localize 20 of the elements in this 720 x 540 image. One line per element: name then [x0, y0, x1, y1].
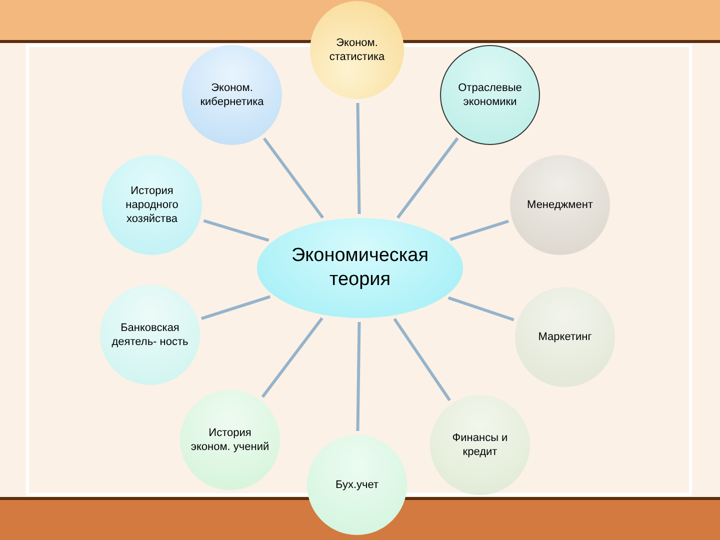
node-label: Эконом. статистика	[328, 36, 386, 64]
connector-line	[448, 296, 514, 322]
node-label: Экономическая теория	[290, 244, 430, 292]
node-label: Менеджмент	[527, 198, 593, 212]
connector-line	[450, 220, 509, 242]
connector-line	[262, 138, 324, 219]
connector-line	[356, 102, 361, 214]
connector-line	[393, 318, 451, 402]
node-label: История народного хозяйства	[124, 184, 180, 226]
connector-line	[356, 322, 361, 432]
node-label: Бух.учет	[335, 478, 379, 492]
connector-line	[203, 219, 270, 242]
connector-line	[261, 317, 324, 398]
node-label: Банковская деятель- ность	[110, 321, 190, 349]
connector-line	[396, 137, 459, 219]
node-label: Эконом. кибернетика	[199, 81, 265, 109]
node-label: Отраслевые экономики	[457, 81, 523, 109]
node-label: Финансы и кредит	[451, 431, 509, 459]
node-label: Маркетинг	[538, 330, 592, 344]
node-label: История эконом. учений	[190, 426, 270, 454]
